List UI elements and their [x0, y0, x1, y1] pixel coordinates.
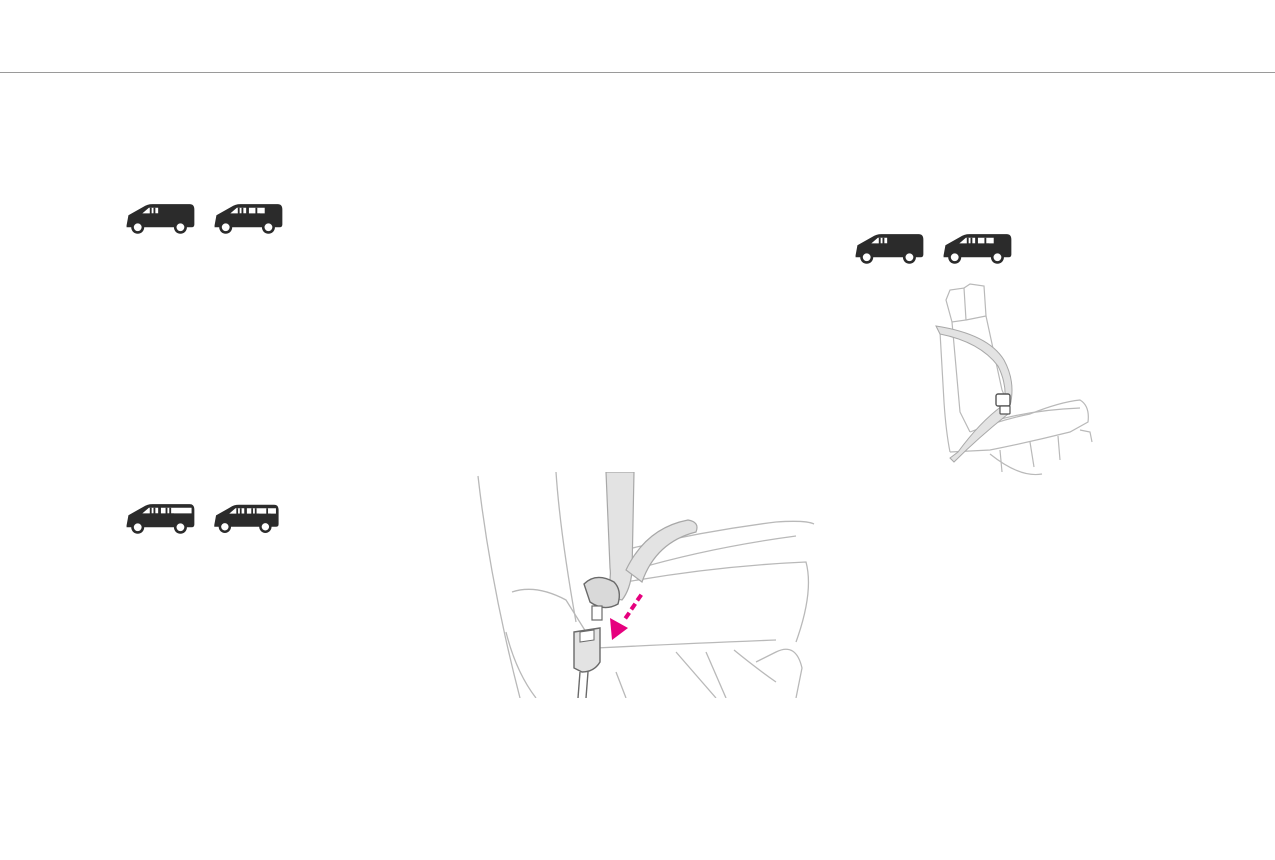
van-five-seat-icon: [214, 204, 283, 234]
rear-seat-belt-illustration: [935, 283, 1093, 476]
vehicle-group-top-left: [121, 200, 287, 236]
van-seven-seat-long-icon: [126, 504, 195, 534]
header-divider: [0, 72, 1275, 73]
vehicle-group-right: [850, 230, 1016, 266]
vehicle-group-bottom-left: [121, 500, 283, 536]
van-five-seat-icon: [943, 234, 1012, 264]
van-two-seat-icon: [126, 204, 195, 234]
van-two-seat-icon: [855, 234, 924, 264]
seatbelt-buckle-illustration: [477, 472, 815, 698]
van-seven-seat-icon: [214, 504, 279, 533]
insert-direction-arrow: [610, 593, 643, 640]
